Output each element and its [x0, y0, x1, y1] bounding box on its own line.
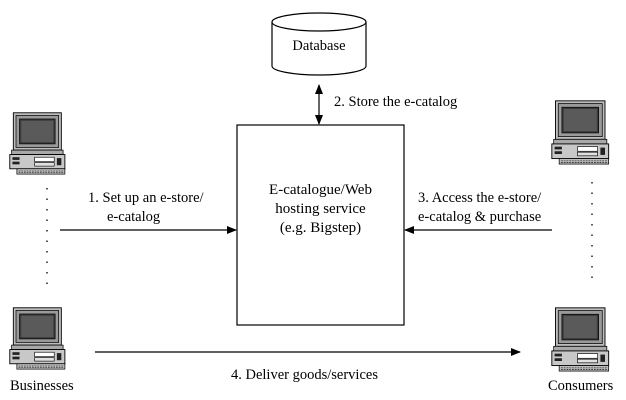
step-3-label-line-2: e-catalog & purchase	[418, 209, 542, 225]
step-3-label-line-1: 3. Access the e-store/	[418, 190, 542, 206]
step-1-label-line-1: 1. Set up an e-store/	[88, 190, 204, 206]
computer-icon	[9, 307, 66, 370]
step-2-label: 2. Store the e-catalog	[334, 94, 458, 110]
step-1-label-line-2: e-catalog	[107, 209, 161, 225]
hosting-service-label: E-catalogue/Web hosting service (e.g. Bi…	[237, 181, 404, 238]
database-label: Database	[292, 38, 346, 54]
hosting-service-box	[236, 124, 405, 326]
computer-icon	[551, 307, 610, 372]
hosting-service-line-2: hosting service	[275, 201, 366, 217]
businesses-label: Businesses	[10, 378, 74, 394]
computer-icon	[9, 112, 66, 175]
hosting-service-line-1: E-catalogue/Web	[269, 182, 372, 198]
step-4-label: 4. Deliver goods/services	[231, 367, 378, 383]
database-cylinder-icon	[271, 12, 367, 76]
computer-icon	[551, 100, 610, 165]
consumers-label: Consumers	[548, 378, 614, 394]
hosting-service-line-3: (e.g. Bigstep)	[279, 220, 362, 236]
